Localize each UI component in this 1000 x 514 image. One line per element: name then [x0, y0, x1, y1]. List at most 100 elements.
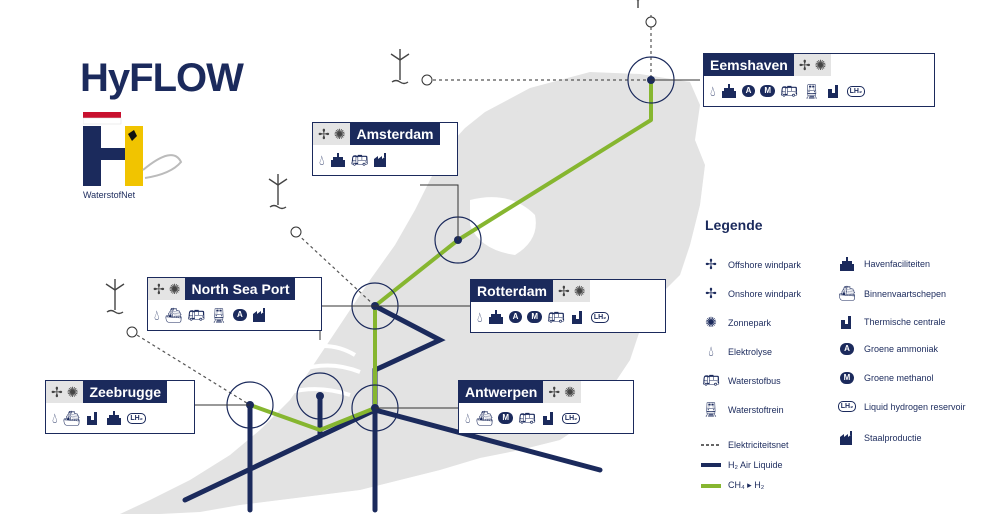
waterstofnet-logo-icon — [83, 112, 183, 186]
green-methanol-icon: M — [498, 412, 514, 424]
hub-energy-sources: ✢✺ — [46, 381, 84, 403]
legend-label: Havenfaciliteiten — [864, 259, 931, 269]
legend-symbol: LH₂ — [836, 401, 858, 412]
legend-item: 💧︎Elektrolyse — [700, 343, 772, 360]
legend-symbol: ⛴︎ — [836, 285, 858, 302]
electrolysis-drop-icon: 💧︎ — [52, 409, 58, 426]
legend-label: Elektriciteitsnet — [728, 440, 789, 450]
hub-card-north-sea-port: ✢✺ North Sea Port 💧︎⛴︎🚌︎🚆︎A — [147, 277, 322, 331]
offshore-wind-icon — [105, 279, 125, 315]
offshore-wind-icon — [636, 0, 640, 8]
grid-symbol-2 — [421, 74, 433, 86]
onshore-wind-icon: ✢ — [318, 125, 330, 142]
onshore-wind-icon: ✢ — [51, 383, 63, 400]
legend-item: 🚆︎ Waterstoftrein — [700, 401, 784, 418]
port-facility-icon — [488, 309, 504, 325]
offshore-wind-icon — [390, 49, 410, 85]
legend-symbol: ✺ — [700, 314, 722, 331]
legend-item: ✺Zonnepark — [700, 314, 771, 331]
hub-icon-row: 💧︎⛴︎LH₂ — [46, 403, 194, 433]
legend-item: Staalproductie — [836, 430, 922, 446]
hydrogen-train-icon: 🚆︎ — [802, 82, 821, 99]
legend-label: Liquid hydrogen reservoir — [864, 401, 966, 412]
green-ammonia-icon: A — [840, 343, 854, 355]
green-ammonia-icon: A — [232, 309, 247, 321]
solar-icon: ✺ — [564, 383, 576, 400]
legend-label: Groene methanol — [864, 373, 934, 383]
hub-card-zeebrugge: ✢✺ Zeebrugge 💧︎⛴︎LH₂ — [45, 380, 195, 434]
green-methanol-icon: M — [839, 372, 855, 384]
legend-label: Waterstofbus — [728, 375, 781, 386]
solar-icon: ✺ — [66, 383, 79, 400]
hydrogen-bus-icon: 🚌︎ — [350, 151, 369, 168]
thermal-plant-icon — [541, 410, 557, 426]
port-facility-icon — [106, 410, 122, 426]
ch4-h2-line — [249, 80, 653, 432]
legend-item: CH₄ ▸ H₂ — [700, 480, 764, 491]
hub-energy-sources: ✢✺ — [543, 381, 581, 403]
grid-symbol-4 — [126, 326, 138, 338]
liquid-hydrogen-icon: LH₂ — [846, 85, 866, 97]
legend-symbol: ✢ — [700, 285, 722, 302]
port-facility-icon — [839, 256, 855, 272]
electrolysis-drop-icon: 💧︎ — [477, 308, 483, 325]
steel-production-icon — [252, 307, 268, 323]
hub-energy-sources: ✢✺ — [793, 54, 832, 76]
legend-label: Waterstoftrein — [728, 404, 784, 415]
hub-ring-north-sea-port — [296, 372, 344, 420]
legend-symbol: 🚆︎ — [700, 401, 722, 418]
onshore-wind-icon: ✢ — [548, 383, 561, 400]
hydrogen-bus-icon: 🚌︎ — [702, 372, 720, 388]
legend-item: Elektriciteitsnet — [700, 440, 789, 450]
solar-icon: ✺ — [705, 314, 717, 330]
green-line-icon — [700, 481, 722, 491]
navy-line-icon — [700, 460, 722, 470]
hub-title: Amsterdam — [350, 123, 440, 145]
inland-ship-icon: ⛴︎ — [475, 409, 494, 426]
legend-item: LH₂ Liquid hydrogen reservoir — [836, 401, 966, 412]
liquid-hydrogen-icon: LH₂ — [590, 311, 610, 323]
inland-ship-icon: ⛴︎ — [838, 285, 856, 301]
green-ammonia-icon: A — [741, 85, 756, 97]
thermal-plant-icon — [839, 314, 855, 330]
electrolysis-drop-icon: 💧︎ — [710, 82, 716, 99]
hydrogen-train-icon: 🚆︎ — [210, 306, 228, 323]
legend-label: CH₄ ▸ H₂ — [728, 480, 765, 490]
hub-card-amsterdam: ✢✺ Amsterdam 💧︎🚌︎ — [312, 122, 458, 176]
hydrogen-bus-icon: 🚌︎ — [780, 82, 798, 99]
delta-waters — [289, 344, 361, 397]
land-islands — [505, 94, 615, 124]
hub-icon-row: 💧︎⛴︎🚌︎🚆︎A — [148, 300, 321, 330]
hub-title: Eemshaven — [704, 54, 794, 76]
grid-symbol-3 — [290, 226, 302, 238]
legend-symbol: 🚌︎ — [700, 372, 722, 389]
liquid-hydrogen-icon: LH₂ — [837, 401, 857, 412]
brand-caption: WaterstofNet — [83, 190, 136, 200]
hydrogen-bus-icon: 🚌︎ — [547, 308, 565, 325]
green-ammonia-icon: A — [508, 311, 523, 323]
hub-card-antwerpen: Antwerpen ✢✺ 💧︎⛴︎M🚌︎LH₂ — [458, 380, 634, 434]
hub-energy-sources: ✢✺ — [553, 280, 591, 302]
hub-title: Rotterdam — [471, 280, 554, 302]
legend-symbol — [836, 430, 858, 446]
legend-symbol: 💧︎ — [700, 343, 722, 360]
legend-item: H₂ Air Liquide — [700, 460, 783, 470]
thermal-plant-icon — [826, 83, 842, 99]
hub-title: Antwerpen — [459, 381, 544, 403]
legend-title: Legende — [705, 217, 763, 233]
solar-icon: ✺ — [814, 56, 827, 73]
offshore-wind-icon — [268, 174, 288, 210]
brand-title: HyFLOW — [80, 56, 244, 100]
port-facility-icon — [721, 83, 737, 99]
liquid-hydrogen-icon: LH₂ — [127, 412, 146, 424]
port-facility-icon — [330, 152, 346, 168]
solar-icon: ✺ — [168, 280, 181, 297]
thermal-plant-icon — [570, 309, 586, 325]
electrolysis-drop-icon: 💧︎ — [465, 409, 471, 426]
hub-icon-row: 💧︎ 🚌︎ — [313, 145, 457, 175]
inland-ship-icon: ⛴︎ — [164, 306, 183, 323]
hub-title: North Sea Port — [185, 278, 296, 300]
electrolysis-drop-icon: 💧︎ — [319, 151, 325, 168]
